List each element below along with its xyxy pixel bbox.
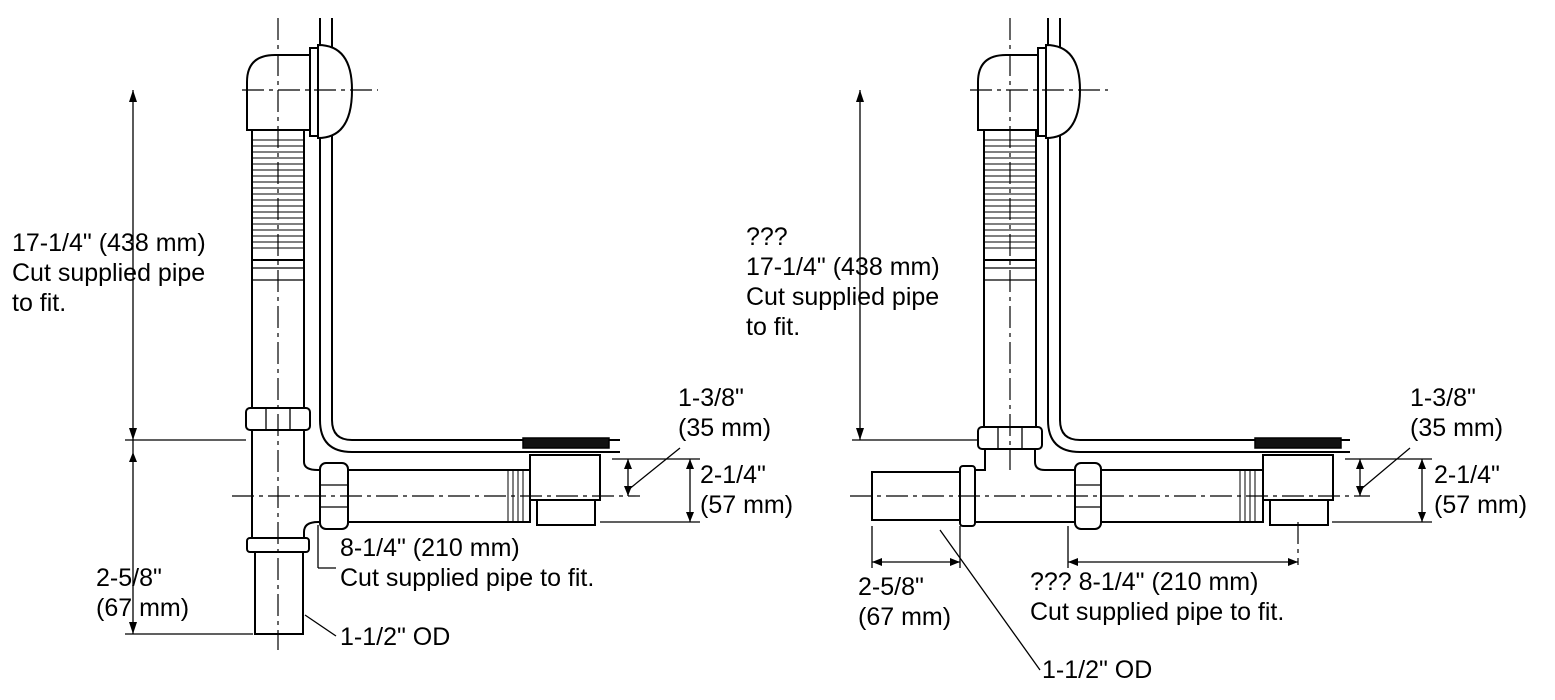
right-run-line-1: ??? 8-1/4" (210 mm): [1030, 568, 1259, 596]
left-height-line-3: to fit.: [12, 289, 67, 317]
right-height-line-1: ???: [746, 223, 788, 251]
right-offset-dimension: 2-1/4" (57 mm): [1434, 460, 1527, 520]
left-drop-dimension: 2-5/8" (67 mm): [96, 563, 189, 623]
left-drop-line-1: 2-5/8": [96, 564, 162, 592]
right-height-line-4: to fit.: [746, 313, 801, 341]
left-drain-dimension: 1-3/8" (35 mm): [678, 383, 771, 443]
right-run-line-2: Cut supplied pipe to fit.: [1030, 598, 1285, 626]
right-height-line-2: 17-1/4" (438 mm): [746, 253, 940, 281]
overflow-cover: [317, 43, 354, 140]
right-drop-dimension: 2-5/8" (67 mm): [858, 572, 951, 632]
left-drop-line-2: (67 mm): [96, 594, 190, 622]
left-offset-line-1: 2-1/4": [700, 461, 766, 489]
right-drop-line-1: 2-5/8": [858, 573, 924, 601]
right-drop-line-2: (67 mm): [858, 603, 952, 631]
right-drain-line-1: 1-3/8": [1410, 384, 1476, 412]
left-drain-line-1: 1-3/8": [678, 384, 744, 412]
overflow-cover-right: [1045, 43, 1082, 140]
left-height-line-1: 17-1/4" (438 mm): [12, 229, 206, 257]
left-height-line-2: Cut supplied pipe: [12, 259, 206, 287]
right-drain-line-2: (35 mm): [1410, 414, 1504, 442]
left-offset-dimension: 2-1/4" (57 mm): [700, 460, 793, 520]
left-od-label: 1-1/2" OD: [340, 623, 451, 651]
right-run-dimension: ??? 8-1/4" (210 mm) Cut supplied pipe to…: [1030, 567, 1284, 627]
drain-flange: [522, 437, 610, 449]
left-run-line-1: 8-1/4" (210 mm): [340, 534, 520, 562]
left-offset-line-2: (57 mm): [700, 491, 794, 519]
left-run-line-2: Cut supplied pipe to fit.: [340, 564, 595, 592]
tailpipe: [254, 551, 304, 635]
right-od-label: 1-1/2" OD: [1042, 656, 1153, 684]
right-assembly: [850, 18, 1432, 671]
right-offset-line-1: 2-1/4": [1434, 461, 1500, 489]
right-offset-line-2: (57 mm): [1434, 491, 1528, 519]
left-assembly: [125, 18, 700, 650]
right-height-dimension: ??? 17-1/4" (438 mm) Cut supplied pipe t…: [746, 222, 940, 342]
left-height-dimension: 17-1/4" (438 mm) Cut supplied pipe to fi…: [12, 228, 206, 318]
left-drain-line-2: (35 mm): [678, 414, 772, 442]
left-run-dimension: 8-1/4" (210 mm) Cut supplied pipe to fit…: [340, 533, 594, 593]
right-drain-dimension: 1-3/8" (35 mm): [1410, 383, 1503, 443]
right-height-line-3: Cut supplied pipe: [746, 283, 940, 311]
